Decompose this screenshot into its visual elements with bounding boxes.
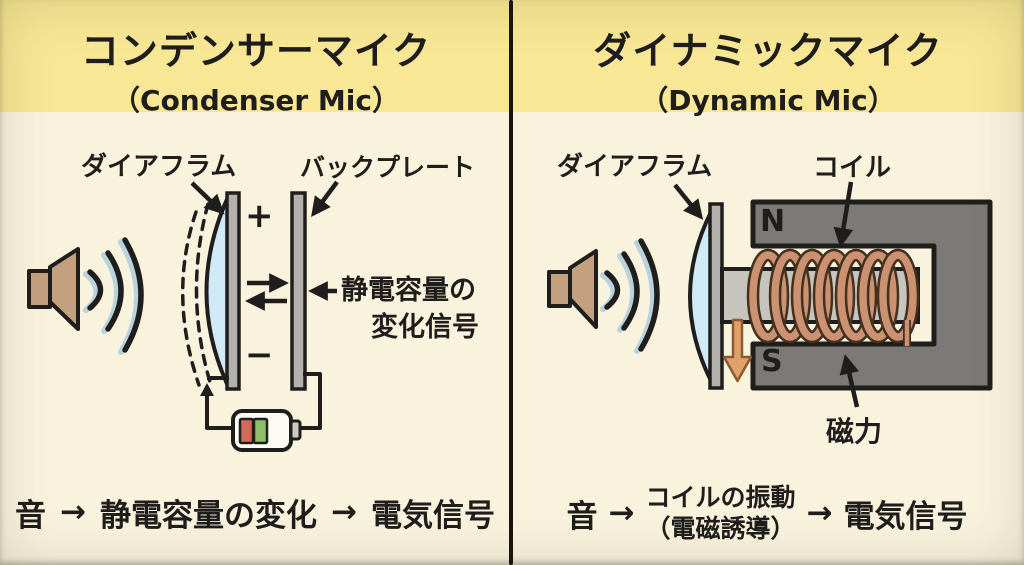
magnetism-label: 磁力 (826, 415, 883, 448)
magnet-shape (750, 199, 993, 391)
flow-process-line1: コイルの振動 (645, 482, 796, 512)
capacitance-signal-label-line1: 静電容量の (341, 275, 476, 306)
condenser-title: コンデンサーマイク (80, 29, 432, 73)
flow-output: 電気信号 (843, 498, 968, 535)
diaphragm-shape (688, 202, 724, 390)
plus-sign: + (245, 196, 274, 236)
motion-arrow (722, 318, 753, 383)
diaphragm-shape (204, 191, 241, 391)
diaphragm-label-arrow (673, 183, 704, 220)
flow-input: 音 (566, 498, 598, 535)
sound-waves-icon (600, 238, 660, 354)
condenser-diaphragm-label: ダイアフラム (81, 152, 237, 182)
flow-process: コイルの振動 （電磁誘導） (645, 482, 795, 545)
panel-divider (509, 0, 513, 565)
magnetism-label-arrow (839, 354, 860, 408)
flow-output: 電気信号 (370, 497, 495, 534)
condenser-flow-summary: 音 → 静電容量の変化 → 電気信号 (6, 486, 504, 538)
condenser-subtitle: （Condenser Mic） (112, 84, 400, 117)
dynamic-coil-label: コイル (813, 153, 892, 183)
diaphragm-label-arrow (190, 181, 225, 215)
flow-arrow-icon: → (608, 495, 635, 531)
battery-icon (231, 409, 302, 452)
dynamic-flow-summary: 音 → コイルの振動 （電磁誘導） → 電気信号 (516, 479, 1018, 547)
condenser-backplate-label: バックプレート (300, 153, 476, 182)
flow-input: 音 (15, 497, 47, 534)
capacitance-signal-label-line2: 変化信号 (371, 312, 479, 343)
sound-waves-icon (83, 237, 144, 355)
flow-arrow-icon: → (60, 494, 86, 530)
dynamic-diaphragm-label: ダイアフラム (557, 152, 713, 182)
flow-arrow-icon: → (331, 494, 357, 530)
magnet-pole-s-label: S (761, 344, 783, 379)
speaker-icon (547, 249, 598, 329)
dynamic-diagram (547, 181, 993, 408)
condenser-header: コンデンサーマイク （Condenser Mic） (0, 0, 512, 117)
condenser-diagram (27, 180, 339, 452)
minus-sign: − (245, 335, 274, 375)
flow-process: 静電容量の変化 (100, 497, 317, 534)
magnet-pole-n-label: N (760, 204, 786, 239)
backplate-shape (290, 191, 307, 391)
circuit-up-arrowhead (200, 383, 214, 396)
diaphragm-vibration-dashes (181, 202, 212, 387)
dynamic-subtitle: （Dynamic Mic） (640, 84, 896, 117)
coil-label-arrow (833, 181, 854, 248)
circuit-wires (205, 372, 322, 430)
charge-exchange-arrows (245, 273, 289, 311)
speaker-icon (27, 247, 80, 331)
dynamic-title: ダイナミックマイク (593, 29, 943, 73)
flow-process-line2: （電磁誘導） (645, 514, 796, 543)
coil-icon (746, 248, 920, 344)
backplate-label-arrow (311, 180, 339, 217)
flow-arrow-icon: → (806, 495, 833, 531)
dynamic-header: ダイナミックマイク （Dynamic Mic） (512, 0, 1024, 117)
